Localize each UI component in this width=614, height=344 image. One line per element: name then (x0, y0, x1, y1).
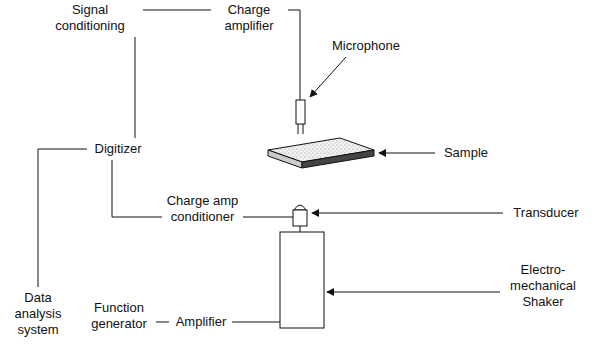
node-text: Charge amp conditioner (165, 193, 240, 225)
process-label: Charge amp conditioner (165, 193, 240, 225)
leader-arrow (379, 153, 435, 154)
process-label: Charge amplifier (214, 2, 284, 34)
transducer-cap (294, 205, 306, 210)
sample-front (268, 150, 302, 168)
part-label: Transducer (506, 205, 586, 221)
node-text: Signal conditioning (40, 2, 140, 34)
part-label: Electro- mechanical Shaker (503, 262, 583, 310)
transducer-wire (243, 217, 293, 218)
leader-arrow (310, 57, 346, 97)
signal-line (38, 149, 87, 287)
signal-line (143, 10, 211, 11)
node-text: Amplifier (172, 314, 230, 330)
node-text: Function generator (85, 300, 153, 332)
process-label: Amplifier (172, 314, 230, 330)
node-text: Data analysis system (8, 290, 68, 338)
leader-arrow (312, 213, 503, 214)
shaker-wire (232, 322, 280, 323)
process-label: Data analysis system (8, 290, 68, 338)
microphone-pin (303, 124, 304, 134)
microphone-body (296, 100, 305, 124)
transducer-stem (300, 226, 301, 232)
leader-arrow (327, 292, 500, 293)
process-label: Function generator (85, 300, 153, 332)
signal-line (112, 160, 162, 217)
process-label: Digitizer (90, 141, 146, 157)
microphone-pin (298, 124, 299, 134)
shaker-body (280, 232, 324, 328)
process-label: Signal conditioning (40, 2, 140, 34)
sample-side (302, 150, 374, 168)
signal-line (156, 322, 169, 323)
transducer-body (293, 210, 307, 226)
part-label: Sample (438, 145, 494, 161)
node-text: Digitizer (90, 141, 146, 157)
microphone-wire (288, 10, 300, 100)
signal-line (135, 37, 136, 138)
part-label: Microphone (326, 38, 406, 54)
node-text: Charge amplifier (214, 2, 284, 34)
